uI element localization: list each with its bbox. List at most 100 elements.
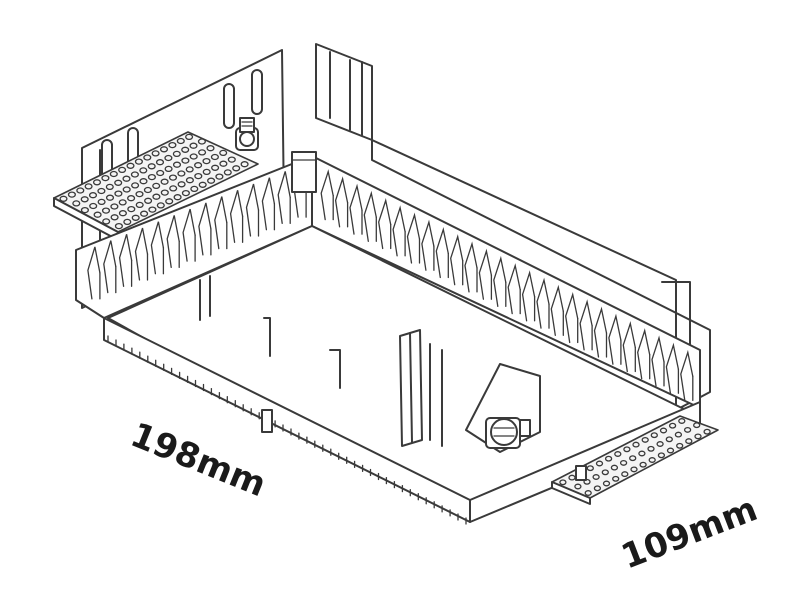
terminal-block <box>465 363 541 453</box>
perforation-hole <box>219 149 228 157</box>
perforation-hole <box>93 211 102 218</box>
perforation-hole <box>210 153 219 161</box>
perforation-hole <box>143 186 152 194</box>
perforation-hole <box>118 199 127 206</box>
perforation-hole <box>67 191 76 198</box>
perforation-hole <box>155 159 165 166</box>
perforation-hole <box>177 181 186 188</box>
spring-clip <box>507 263 521 315</box>
perforation-hole <box>140 210 149 217</box>
perforation-hole <box>110 203 119 210</box>
perforation-hole <box>172 161 182 168</box>
perforation-hole <box>80 196 89 203</box>
perforation-holes <box>59 133 249 230</box>
spring-clip <box>103 240 117 294</box>
perforation-hole <box>206 145 215 152</box>
perforation-hole <box>76 187 85 194</box>
perforation-hole <box>595 460 604 467</box>
perforation-hole <box>621 471 629 478</box>
perforation-hole <box>219 160 228 167</box>
perforation-hole <box>123 218 132 226</box>
perforation-hole <box>172 150 181 158</box>
perforation-hole <box>610 464 619 471</box>
perforation-hole <box>151 150 160 157</box>
spring-clips-left <box>87 164 307 300</box>
spring-clip <box>87 246 101 300</box>
perforation-hole <box>703 428 711 435</box>
perforation-hole <box>160 189 169 196</box>
spring-clip <box>378 197 392 250</box>
perforation-hole <box>656 441 664 447</box>
perforation-hole <box>678 418 686 424</box>
spring-clip <box>421 219 435 271</box>
perforation-hole <box>194 162 203 169</box>
spring-clip <box>622 320 636 373</box>
perforation-hole <box>110 214 119 221</box>
perforation-hole <box>72 200 81 207</box>
perforation-hole <box>101 174 110 182</box>
perforation-hole <box>147 173 156 181</box>
perforation-hole <box>164 154 173 162</box>
perforation-hole <box>134 158 143 165</box>
perforation-hole <box>685 438 693 445</box>
perforation-hole <box>676 442 684 449</box>
perforation-hole <box>593 485 602 492</box>
perforation-hole <box>105 183 114 191</box>
spring-clip <box>118 234 133 287</box>
perforation-hole <box>185 177 194 184</box>
perforation-hole <box>148 206 157 213</box>
perforation-hole <box>88 192 98 199</box>
perforation-hole <box>189 153 198 160</box>
perforation-hole <box>92 179 102 186</box>
perforation-hole <box>165 198 174 205</box>
perforation-holes <box>559 418 711 496</box>
perforation-hole <box>202 157 211 165</box>
perforation-hole <box>215 173 224 180</box>
perforation-hole <box>114 222 123 230</box>
spring-clip <box>261 177 276 231</box>
perforation-hole <box>657 452 666 459</box>
perforation-hole <box>59 195 68 202</box>
spring-clip <box>665 342 680 394</box>
perforation-hole <box>152 182 161 190</box>
perforation-hole <box>152 193 161 200</box>
perforation-hole <box>135 190 144 198</box>
perforation-hole <box>211 164 220 171</box>
perforation-hole <box>131 214 140 221</box>
perforation-hole <box>143 154 152 161</box>
bottom-tabs <box>261 409 587 481</box>
perforation-hole <box>101 207 111 214</box>
perforation-hole <box>147 163 156 170</box>
back-right-wall <box>291 151 701 409</box>
perforation-hole <box>674 431 683 438</box>
perforation-hole <box>156 169 165 177</box>
spring-clip <box>320 169 334 221</box>
perforation-hole <box>156 202 165 209</box>
spring-clip <box>450 234 464 286</box>
spring-clip <box>198 202 212 256</box>
perforation-hole <box>169 185 178 192</box>
perforation-hole <box>659 427 668 434</box>
spring-clip <box>214 196 228 250</box>
spring-clip <box>277 171 291 225</box>
perforation-hole <box>639 461 647 468</box>
perforation-hole <box>164 165 173 173</box>
perforation-hole <box>223 169 232 176</box>
perforation-hole <box>190 185 199 193</box>
perforation-hole <box>84 183 93 190</box>
spring-clip <box>651 335 665 387</box>
perforation-hole <box>168 174 178 181</box>
perforation-hole <box>105 194 115 201</box>
perforation-hole <box>629 455 637 462</box>
perforation-hole <box>648 457 656 463</box>
perforation-hole <box>612 475 620 482</box>
perforation-hole <box>641 436 649 443</box>
spring-clip <box>478 248 493 300</box>
perforation-hole <box>232 165 241 172</box>
perforation-hole <box>683 426 692 433</box>
spring-clip <box>134 227 149 281</box>
spring-clip <box>334 176 349 228</box>
spring-clip <box>637 328 651 380</box>
perforation-hole <box>194 172 203 180</box>
perforation-hole <box>638 450 646 457</box>
